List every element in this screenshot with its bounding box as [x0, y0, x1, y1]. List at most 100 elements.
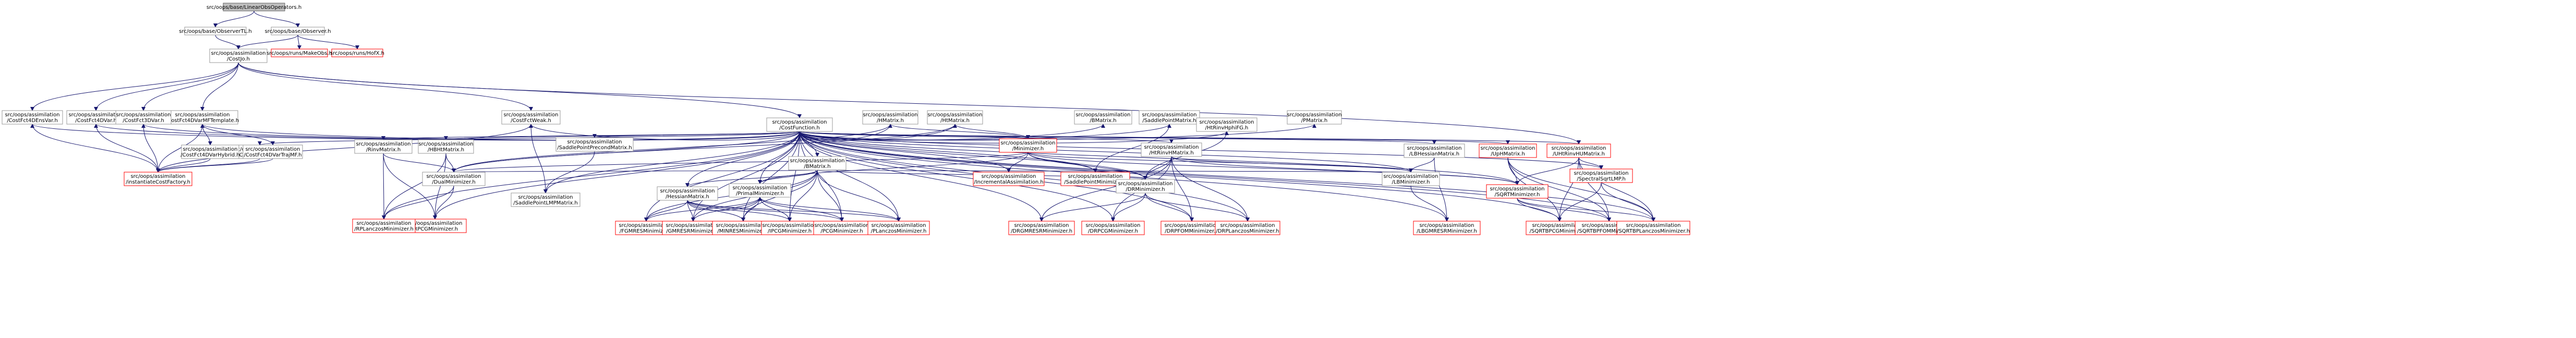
- node-label-htmat-1: /HtMatrix.h: [940, 118, 970, 124]
- node-label-instcf-0: src/oops/assimilation: [130, 174, 185, 179]
- node-root[interactable]: src/oops/base/LinearObsOperators.h: [207, 3, 301, 11]
- edge-costjo-to-c4dvar: [94, 62, 239, 111]
- node-sqrtmin[interactable]: src/oops/assimilation/SQRTMinimizer.h: [1486, 184, 1549, 199]
- node-label-drpcg-0: src/oops/assimilation: [1085, 223, 1140, 228]
- edge-cfctweak-to-instcf: [156, 124, 531, 173]
- node-incass[interactable]: src/oops/assimilation/IncrementalAssimil…: [973, 172, 1045, 186]
- node-spointmin[interactable]: src/oops/assimilation/SaddlePointMinimiz…: [1060, 172, 1130, 186]
- node-drpcg[interactable]: src/oops/assimilation/DRPCGMinimizer.h: [1081, 221, 1145, 235]
- node-label-incass-1: /IncrementalAssimilation.h: [974, 179, 1043, 185]
- node-drpfom[interactable]: src/oops/assimilation/DRPFOMMinimizer.h: [1160, 221, 1223, 235]
- edge-drmin-to-drgmres: [1039, 192, 1146, 222]
- edge-costfn-to-fgmres: [644, 131, 800, 222]
- node-hinvmat[interactable]: src/oops/assimilation/HtRinvHphiFG.h: [1196, 117, 1257, 132]
- node-label-hbhmat-0: src/oops/assimilation: [418, 141, 473, 147]
- node-label-spmin-1: /SaddlePointLMPMatrix.h: [513, 200, 578, 206]
- edge-lbmin-to-lbgmres: [1410, 185, 1449, 222]
- node-spmin[interactable]: src/oops/assimilation/SaddlePointLMPMatr…: [511, 192, 580, 207]
- node-rinvmat[interactable]: src/oops/assimilation/RinvMatrix.h: [354, 139, 413, 154]
- node-c4dvarmf[interactable]: src/oops/assimilation/CostFct4DVarMFTemp…: [166, 110, 239, 125]
- node-label-rinvmat-0: src/oops/assimilation: [356, 141, 410, 147]
- node-drmin[interactable]: src/oops/assimilation/DRMinimizer.h: [1116, 179, 1175, 194]
- node-makeobs[interactable]: src/oops/runs/MakeObs.h: [267, 49, 332, 57]
- node-costfn[interactable]: src/oops/assimilation/CostFunction.h: [766, 117, 833, 132]
- node-label-planczos-0: src/oops/assimilation: [871, 223, 926, 228]
- edge-costfn-to-sqrtmin: [799, 131, 1519, 185]
- edge-hessmat-to-primalmin: [687, 197, 762, 211]
- node-uhmat[interactable]: src/oops/assimilation/UHtRinvHUMatrix.h: [1546, 143, 1611, 158]
- edge-layer: [30, 10, 1655, 222]
- node-costjo[interactable]: src/oops/assimilation/CostJo.h: [209, 49, 268, 63]
- node-htmat[interactable]: src/oops/assimilation/HtMatrix.h: [927, 110, 983, 125]
- node-hthmat[interactable]: src/oops/assimilation/HtRinvHMatrix.h: [1141, 142, 1202, 157]
- node-hmat[interactable]: src/oops/assimilation/HMatrix.h: [862, 110, 918, 125]
- node-pmat[interactable]: src/oops/assimilation/PMatrix.h: [1287, 110, 1342, 125]
- edge-hessmat-to-pcg: [687, 200, 844, 222]
- node-c4dvartraj[interactable]: src/oops/assimilation/CostFct4DVarTrajMF…: [243, 144, 303, 159]
- edge-c4dvarmf-to-instcf: [156, 124, 203, 173]
- node-hofx[interactable]: src/oops/runs/HofX.h: [330, 49, 384, 57]
- node-c4dens[interactable]: src/oops/assimilation/CostFct4DEnsVar.h: [2, 110, 63, 125]
- node-box-pcg: [813, 221, 870, 235]
- node-cfctweak[interactable]: src/oops/assimilation/CostFctWeak.h: [501, 110, 561, 125]
- edge-cfctweak-to-spmin: [530, 124, 548, 194]
- edge-costfn-to-minres: [741, 131, 800, 222]
- edge-c3dvar-to-instcf: [143, 124, 160, 173]
- node-label-lbmin-1: /LBMinimizer.h: [1392, 179, 1430, 185]
- node-obs[interactable]: src/oops/base/Observer.h: [265, 27, 331, 35]
- node-c3dvar[interactable]: src/oops/assimilation/CostFct3DVar.h: [115, 110, 172, 125]
- node-pcg[interactable]: src/oops/assimilation/PCGMinimizer.h: [813, 221, 870, 235]
- node-primalmin[interactable]: src/oops/assimilation/PrimalMinimizer.h: [729, 183, 791, 198]
- edge-sqrtmin-to-sqrtpcg: [1517, 198, 1562, 222]
- node-lbhess[interactable]: src/oops/assimilation/LBHessianMatrix.h: [1404, 143, 1465, 158]
- node-c4dvar[interactable]: src/oops/assimilation/CostFct4DVar.h: [66, 110, 126, 125]
- node-lbmin[interactable]: src/oops/assimilation/LBMinimizer.h: [1382, 172, 1440, 186]
- edge-costfn-to-drgmres: [799, 131, 1044, 222]
- node-bmat2[interactable]: src/oops/assimilation/BMatrix.h: [1074, 110, 1132, 125]
- node-label-rinvmat-1: /RinvMatrix.h: [366, 147, 401, 153]
- edge-htmat-to-dualmin: [452, 124, 956, 173]
- edge-costfn-to-drpcg: [799, 131, 1115, 222]
- node-label-hthmat-1: /HtRinvHMatrix.h: [1149, 150, 1193, 156]
- edge-costfn-to-c4dvar: [94, 124, 800, 141]
- edge-costjo-to-uhmat: [238, 62, 1581, 144]
- node-box-lbhess: [1404, 143, 1465, 158]
- node-label-minres-1: /MINRESMinimizer.h: [717, 228, 769, 234]
- node-label-drmin-1: /DRMinimizer.h: [1126, 187, 1165, 192]
- node-ipcg[interactable]: src/oops/assimilation/IPCGMinimizer.h: [761, 221, 818, 235]
- edge-c4dvar-to-instcf: [95, 124, 160, 173]
- node-spmat[interactable]: src/oops/assimilation/SaddlePointMatrix.…: [1139, 110, 1200, 125]
- node-box-c4dvarhy: [181, 144, 239, 159]
- node-specsqrt[interactable]: src/oops/assimilation/SpectralSqrtLMP.h: [1569, 168, 1633, 183]
- node-box-c4dvartraj: [243, 144, 303, 159]
- node-label-c4dvartraj-1: /CostFct4DVarTrajMF.h: [244, 152, 302, 158]
- node-dualmin[interactable]: src/oops/assimilation/DualMinimizer.h: [422, 172, 486, 186]
- node-drplanczos[interactable]: src/oops/assimilation/DRPLanczosMinimize…: [1215, 221, 1280, 235]
- edge-specsqrt-to-sqrtplanczos: [1601, 182, 1655, 222]
- node-drgmres[interactable]: src/oops/assimilation/DRGMRESRMinimizer.…: [1008, 221, 1075, 235]
- node-sppmf[interactable]: src/oops/assimilation/SaddlePointPrecond…: [555, 137, 634, 152]
- node-planczos[interactable]: src/oops/assimilation/PLanczosMinimizer.…: [867, 221, 930, 235]
- node-box-c4dvarmf: [166, 110, 238, 125]
- edge-primalmin-to-minres: [741, 197, 760, 222]
- node-obsTL[interactable]: src/oops/base/ObserverTL.h: [179, 27, 252, 35]
- edge-c4dvarmf-to-c4dvarhy: [202, 124, 212, 146]
- edge-costfn-to-planczos: [799, 131, 901, 222]
- node-sqrtplanczos[interactable]: src/oops/assimilation/SQRTBPLanczosMinim…: [1616, 221, 1690, 235]
- node-box-minimizer: [999, 138, 1057, 153]
- node-label-c3dvar-0: src/oops/assimilation: [116, 112, 171, 118]
- node-minimizer[interactable]: src/oops/assimilation/Minimizer.h: [999, 138, 1057, 153]
- node-box-root: [223, 3, 285, 11]
- node-instcf[interactable]: src/oops/assimilation/instantiateCostFac…: [124, 172, 192, 186]
- node-label-pcg-1: /PCGMinimizer.h: [820, 228, 863, 234]
- node-hessmat[interactable]: src/oops/assimilation/HessianMatrix.h: [657, 186, 718, 201]
- node-upmat[interactable]: src/oops/assimilation/UpHMatrix.h: [1479, 143, 1537, 158]
- node-rplanczos[interactable]: src/oops/assimilation/RPLanczosMinimizer…: [352, 219, 416, 233]
- node-bmat[interactable]: src/oops/assimilation/BMatrix.h: [788, 156, 846, 171]
- node-c4dvarhy[interactable]: src/oops/assimilation/CostFct4DVarHybrid…: [180, 144, 240, 159]
- node-hbhmat[interactable]: src/oops/assimilation/HBHtMatrix.h: [418, 139, 474, 154]
- node-label-upmat-1: /UpHMatrix.h: [1491, 151, 1525, 157]
- node-label-pmat-0: src/oops/assimilation: [1287, 112, 1341, 118]
- node-lbgmres[interactable]: src/oops/assimilation/LBGMRESRMinimizer.…: [1413, 221, 1481, 235]
- edge-costfn-to-uhmat: [799, 131, 1581, 144]
